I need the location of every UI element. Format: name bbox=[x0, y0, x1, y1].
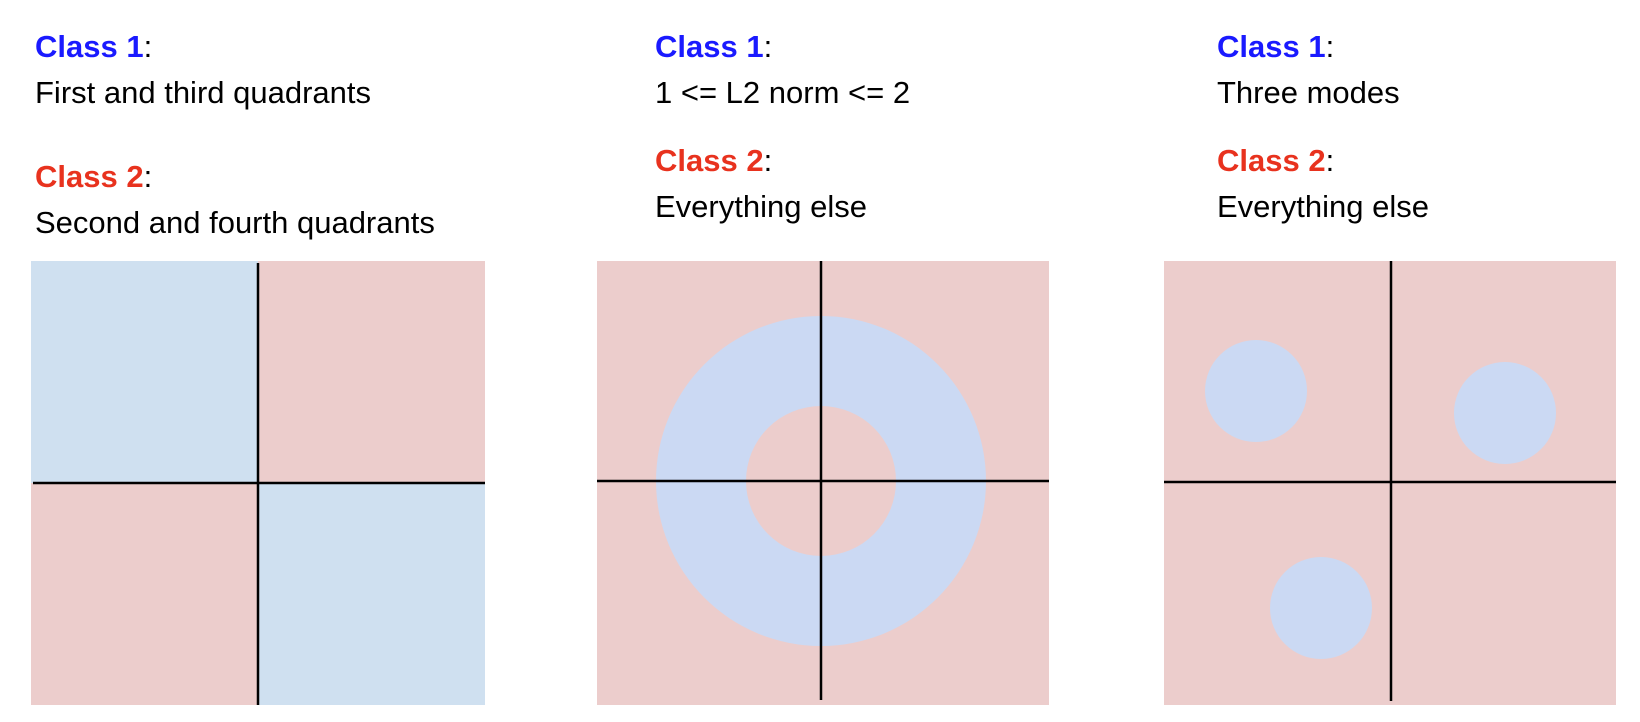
class-2-label: Class 2 bbox=[1217, 143, 1326, 178]
class-2-heading: Class 2: bbox=[35, 154, 435, 200]
class-1-label: Class 1 bbox=[35, 29, 144, 64]
panel-2-legend: Class 1: 1 <= L2 norm <= 2 Class 2: Ever… bbox=[655, 24, 910, 230]
class-1-heading: Class 1: bbox=[655, 24, 910, 70]
class-1-colon: : bbox=[1325, 29, 1335, 64]
class-1-description: First and third quadrants bbox=[35, 75, 372, 110]
class-2-colon: : bbox=[763, 143, 773, 178]
class-2-description: Second and fourth quadrants bbox=[35, 205, 435, 240]
class-2-description: Everything else bbox=[655, 189, 867, 224]
quadrant-diagram bbox=[31, 261, 485, 705]
mode-2-circle bbox=[1454, 362, 1556, 464]
quadrant-4-region bbox=[258, 483, 485, 705]
panel-3-legend: Class 1: Three modes Class 2: Everything… bbox=[1217, 24, 1429, 230]
class-2-label: Class 2 bbox=[35, 159, 144, 194]
class-2-heading: Class 2: bbox=[655, 138, 910, 184]
class-1-label: Class 1 bbox=[655, 29, 764, 64]
legend-gap bbox=[655, 116, 910, 138]
class-1-colon: : bbox=[143, 29, 153, 64]
annulus-diagram bbox=[597, 261, 1049, 705]
quadrant-2-region bbox=[31, 261, 258, 483]
legend-gap bbox=[1217, 116, 1429, 138]
class-2-description: Everything else bbox=[1217, 189, 1429, 224]
legend-gap bbox=[35, 116, 435, 154]
class-2-label: Class 2 bbox=[655, 143, 764, 178]
panel-1-legend: Class 1: First and third quadrants Class… bbox=[35, 24, 435, 246]
class-2-colon: : bbox=[1325, 143, 1335, 178]
class-1-label: Class 1 bbox=[1217, 29, 1326, 64]
mode-1-circle bbox=[1205, 340, 1307, 442]
class-1-description: 1 <= L2 norm <= 2 bbox=[655, 75, 911, 110]
class-1-description: Three modes bbox=[1217, 75, 1400, 110]
class-2-colon: : bbox=[143, 159, 153, 194]
class-1-heading: Class 1: bbox=[1217, 24, 1429, 70]
class-1-colon: : bbox=[763, 29, 773, 64]
quadrant-3-region bbox=[31, 483, 258, 705]
class-1-heading: Class 1: bbox=[35, 24, 435, 70]
quadrant-1-region bbox=[258, 261, 485, 483]
class-2-heading: Class 2: bbox=[1217, 138, 1429, 184]
three-modes-diagram bbox=[1164, 261, 1616, 705]
mode-3-circle bbox=[1270, 557, 1372, 659]
